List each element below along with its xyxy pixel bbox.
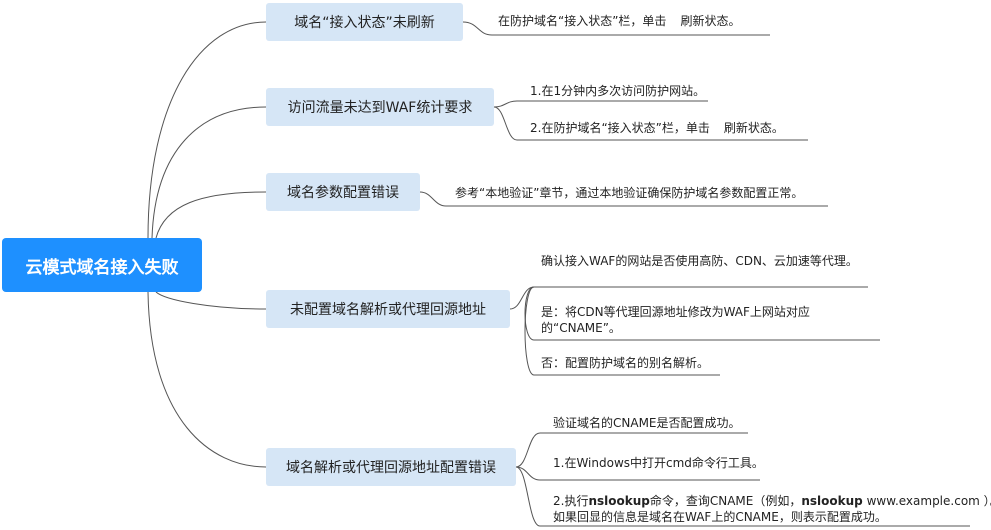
branch-status-not-refreshed: 域名“接入状态”未刷新 [266,3,463,41]
leaf-text-part: 2.在防护域名“接入状态”栏，单击 [530,121,710,135]
command-name: nslookup [588,494,650,508]
branch-dns-not-configured: 未配置域名解析或代理回源地址 [266,290,510,328]
leaf-text: 2.在防护域名“接入状态”栏，单击刷新状态。 [530,120,784,136]
command-name: nslookup [801,494,863,508]
leaf-text: 验证域名的CNAME是否配置成功。 [553,416,741,430]
branch-domain-param-error: 域名参数配置错误 [266,173,420,211]
branch-traffic-insufficient: 访问流量未达到WAF统计要求 [266,88,494,126]
leaf-text: 在防护域名“接入状态”栏，单击刷新状态。 [498,13,740,29]
leaf-text-part: www.example.com ）。 [862,494,991,508]
leaf-text-part: 2.执行 [553,494,589,508]
leaf-text: 1.在Windows中打开cmd命令行工具。 [553,456,764,470]
leaf-text-part: 刷新状态。 [723,121,784,135]
root-node: 云模式域名接入失败 [2,238,202,292]
leaf-text: 的“CNAME”。 [541,321,621,335]
leaf-text: 如果回显的信息是域名在WAF上的CNAME，则表示配置成功。 [553,510,887,524]
leaf-text: 1.在1分钟内多次访问防护网站。 [530,84,706,98]
leaf-text: 确认接入WAF的网站是否使用高防、CDN、云加速等代理。 [541,254,858,268]
leaf-text: 参考“本地验证”章节，通过本地验证确保防护域名参数配置正常。 [455,186,804,200]
branch-dns-misconfigured: 域名解析或代理回源地址配置错误 [266,448,516,486]
leaf-text-part: 命令，查询CNAME（例如， [649,494,802,508]
leaf-text: 否：配置防护域名的别名解析。 [541,356,710,370]
leaf-text-part: 在防护域名“接入状态”栏，单击 [498,14,667,28]
leaf-text: 是：将CDN等代理回源地址修改为WAF上网站对应 [541,305,810,319]
leaf-text: 2.执行nslookup命令，查询CNAME（例如，nslookup www.e… [553,493,991,509]
leaf-text-part: 刷新状态。 [680,14,741,28]
